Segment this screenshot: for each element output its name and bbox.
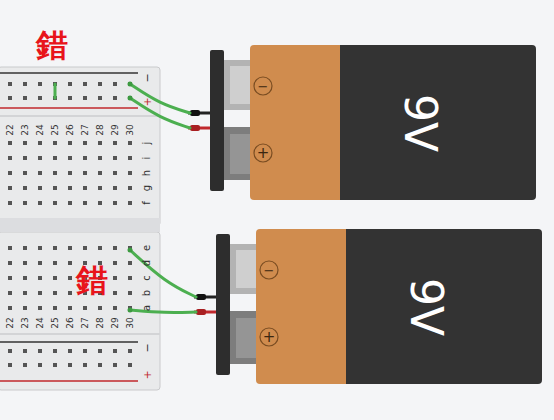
row-letter: d: [142, 260, 152, 266]
breadboard: [0, 67, 160, 226]
row-letter: a: [142, 305, 152, 311]
row-letter: b: [142, 290, 152, 296]
jumper-wire: [54, 84, 57, 98]
jumper-wire: [130, 84, 190, 113]
column-number: 26: [66, 317, 75, 328]
row-letter: f: [142, 201, 152, 205]
polarity-sign: −: [258, 80, 269, 93]
voltage-label: 9V: [404, 278, 448, 336]
row-letter: g: [142, 185, 152, 191]
rail-sign: +: [142, 97, 153, 106]
column-number: 25: [51, 317, 60, 328]
rail-sign: −: [142, 73, 153, 82]
row-letter: h: [142, 170, 152, 176]
rail-sign: −: [142, 343, 153, 352]
row-letter: i: [142, 157, 152, 160]
column-number: 24: [36, 317, 45, 328]
row-letter: j: [142, 142, 152, 145]
jumper-wire: [130, 98, 190, 128]
column-number: 29: [111, 317, 120, 328]
wire-end: [128, 308, 133, 313]
wire-end: [128, 96, 133, 101]
column-number: 25: [51, 124, 60, 135]
polarity-sign: −: [264, 264, 275, 277]
column-number: 24: [36, 124, 45, 135]
polarity-sign: +: [263, 330, 276, 345]
column-number: 23: [21, 317, 30, 328]
battery-body: − +9V: [256, 229, 542, 384]
battery-9v: [194, 229, 542, 384]
jumper-wire: [130, 250, 196, 297]
error-mark: 錯: [36, 29, 68, 61]
column-number: 27: [81, 317, 90, 328]
wire-end: [128, 82, 133, 87]
column-number: 28: [96, 317, 105, 328]
error-mark: 錯: [76, 264, 108, 296]
column-number: 30: [126, 317, 135, 328]
voltage-label: 9V: [398, 94, 442, 152]
column-number: 26: [66, 124, 75, 135]
row-letter: c: [142, 275, 152, 281]
wire-end: [128, 248, 133, 253]
column-number: 22: [6, 124, 15, 135]
battery-body: − +9V: [250, 45, 536, 200]
column-number: 27: [81, 124, 90, 135]
jumper-wire: [130, 310, 196, 312]
battery-9v: [188, 45, 536, 200]
column-number: 22: [6, 317, 15, 328]
row-letter: e: [142, 245, 152, 251]
center-channel: [0, 218, 160, 232]
column-number: 30: [126, 124, 135, 135]
column-number: 29: [111, 124, 120, 135]
rail-sign: +: [142, 370, 153, 379]
polarity-sign: +: [257, 146, 270, 161]
column-number: 28: [96, 124, 105, 135]
column-number: 23: [21, 124, 30, 135]
